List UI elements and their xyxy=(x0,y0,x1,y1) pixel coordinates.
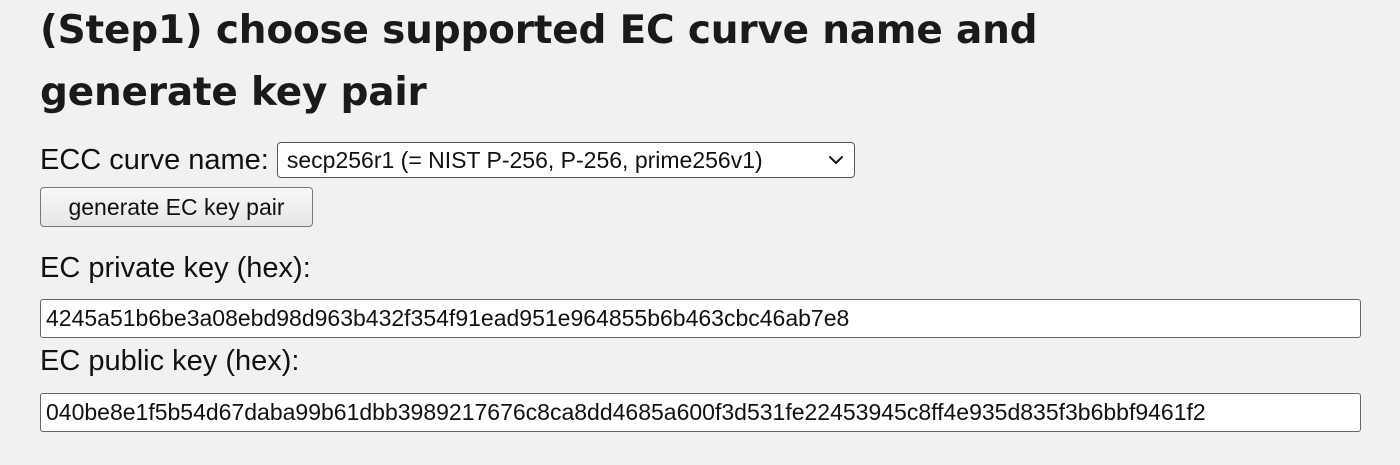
public-key-field[interactable] xyxy=(40,393,1361,432)
page-title: (Step1) choose supported EC curve name a… xyxy=(40,8,1038,115)
generate-key-pair-button[interactable]: generate EC key pair xyxy=(40,187,313,227)
curve-name-label: ECC curve name: xyxy=(40,143,269,176)
chevron-down-icon xyxy=(828,156,843,164)
private-key-field[interactable] xyxy=(40,299,1361,338)
public-key-label: EC public key (hex): xyxy=(40,345,300,377)
private-key-label: EC private key (hex): xyxy=(40,252,311,284)
curve-selection-row: ECC curve name: secp256r1 (= NIST P-256,… xyxy=(40,140,855,180)
curve-name-select[interactable]: secp256r1 (= NIST P-256, P-256, prime256… xyxy=(276,142,855,178)
curve-name-selected-value: secp256r1 (= NIST P-256, P-256, prime256… xyxy=(286,146,763,173)
